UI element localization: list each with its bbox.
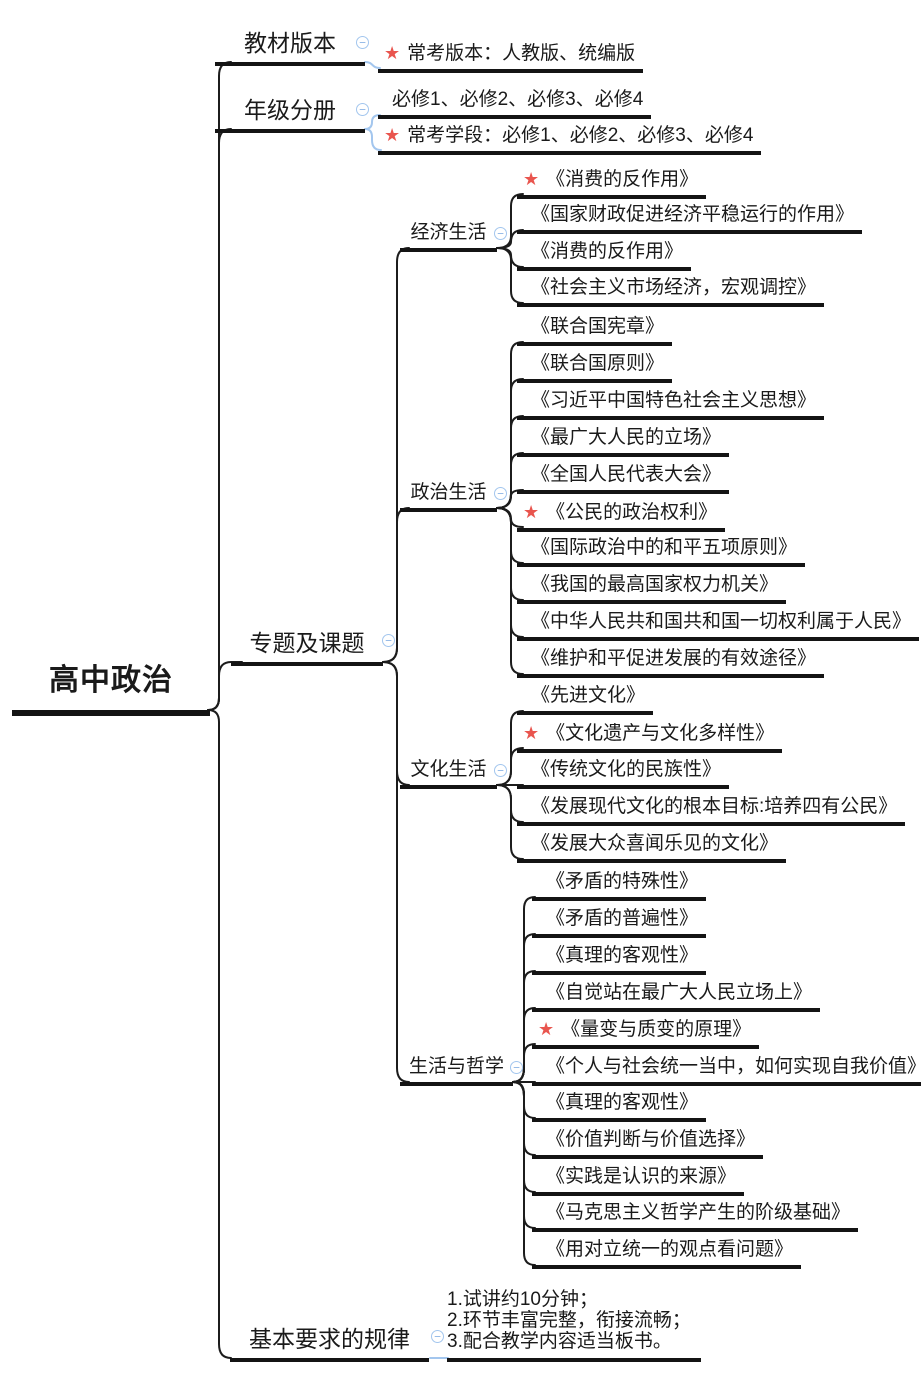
topic-label: 《马克思主义哲学产生的阶级基础》 — [546, 1202, 851, 1223]
collapse-icon[interactable]: − — [356, 103, 369, 116]
topic-node[interactable]: 《消费的反作用》 — [517, 241, 692, 271]
collapse-icon[interactable]: − — [431, 1330, 444, 1343]
topic-node[interactable]: 《真理的客观性》 — [532, 945, 707, 975]
topic-label: 《矛盾的普遍性》 — [546, 908, 699, 929]
collapse-icon[interactable]: − — [494, 487, 507, 500]
topic-node[interactable]: 《马克思主义哲学产生的阶级基础》 — [532, 1202, 859, 1232]
topic-label: 《全国人民代表大会》 — [531, 464, 722, 485]
topic-label: 必修1、必修2、必修3、必修4 — [392, 89, 644, 110]
topic-label: 《用对立统一的观点看问题》 — [546, 1239, 794, 1260]
topic-label: 《发展现代文化的根本目标:培养四有公民》 — [531, 796, 898, 817]
topic-label: 《最广大人民的立场》 — [531, 427, 722, 448]
topic-label: 《公民的政治权利》 — [546, 502, 718, 523]
topic-node[interactable]: 《个人与社会统一当中，如何实现自我价值》 — [532, 1057, 921, 1086]
topic-node[interactable]: 《维护和平促进发展的有效途径》 — [517, 648, 825, 678]
topic-node[interactable]: ★ 《量变与质变的原理》 — [532, 1019, 760, 1049]
topic-label: 《实践是认识的来源》 — [546, 1166, 737, 1187]
branch-topics[interactable]: 专题及课题 — [231, 630, 383, 666]
collapse-icon[interactable]: − — [494, 764, 507, 777]
topic-label: 《社会主义市场经济，宏观调控》 — [531, 277, 817, 298]
note-line: 3.配合教学内容适当板书。 — [447, 1331, 672, 1352]
topic-label: 《联合国宪章》 — [531, 316, 665, 337]
collapse-icon[interactable]: − — [382, 634, 395, 647]
topic-label: 《传统文化的民族性》 — [531, 759, 722, 780]
topic-label: 《量变与质变的原理》 — [561, 1019, 752, 1040]
topic-label: 《消费的反作用》 — [531, 241, 684, 262]
topic-node[interactable]: 《价值判断与价值选择》 — [532, 1129, 764, 1159]
topic-node[interactable]: ★ 常考版本：人教版、统编版 — [378, 43, 644, 73]
star-icon: ★ — [384, 125, 401, 145]
topic-node[interactable]: 《矛盾的普遍性》 — [532, 908, 707, 938]
topic-node[interactable]: ★ 《文化遗产与文化多样性》 — [517, 723, 783, 753]
topic-label: 《矛盾的特殊性》 — [546, 871, 699, 892]
topic-node[interactable]: 1.试讲约10分钟； 2.环节丰富完整，衔接流畅； 3.配合教学内容适当板书。 — [447, 1289, 701, 1362]
star-icon: ★ — [384, 43, 401, 63]
root-topic[interactable]: 高中政治 — [12, 664, 210, 716]
topic-label: 《发展大众喜闻乐见的文化》 — [531, 833, 779, 854]
topic-node[interactable]: 《自觉站在最广大人民立场上》 — [532, 982, 821, 1012]
topic-label: 《国际政治中的和平五项原则》 — [531, 537, 798, 558]
topic-label: 《真理的客观性》 — [546, 945, 699, 966]
branch-textbook-version[interactable]: 教材版本 — [215, 30, 365, 66]
topic-node[interactable]: 《国际政治中的和平五项原则》 — [517, 537, 806, 567]
topic-node[interactable]: 《矛盾的特殊性》 — [532, 871, 707, 901]
topic-node[interactable]: 《我国的最高国家权力机关》 — [517, 574, 787, 604]
topic-node[interactable]: 《全国人民代表大会》 — [517, 464, 730, 494]
topic-node[interactable]: ★ 《消费的反作用》 — [517, 169, 707, 199]
topic-label: 《联合国原则》 — [531, 353, 665, 374]
topic-node[interactable]: 《社会主义市场经济，宏观调控》 — [517, 277, 825, 307]
topic-node[interactable]: 《发展大众喜闻乐见的文化》 — [517, 833, 787, 863]
topic-label: 《维护和平促进发展的有效途径》 — [531, 648, 817, 669]
topic-label: 《价值判断与价值选择》 — [546, 1129, 756, 1150]
topic-node[interactable]: 《先进文化》 — [517, 685, 654, 715]
note-line: 2.环节丰富完整，衔接流畅； — [447, 1310, 691, 1331]
topic-label: 《中华人民共和国共和国一切权利属于人民》 — [531, 611, 912, 632]
collapse-icon[interactable]: − — [356, 36, 369, 49]
topic-label: 《国家财政促进经济平稳运行的作用》 — [531, 204, 855, 225]
topic-node[interactable]: 《联合国宪章》 — [517, 316, 673, 346]
topic-node[interactable]: 必修1、必修2、必修3、必修4 — [378, 89, 652, 119]
topic-label: 《我国的最高国家权力机关》 — [531, 574, 779, 595]
topic-node[interactable]: 《联合国原则》 — [517, 353, 673, 383]
collapse-icon[interactable]: − — [510, 1061, 523, 1074]
branch-grade-volumes[interactable]: 年级分册 — [215, 97, 365, 133]
topic-node[interactable]: 《中华人民共和国共和国一切权利属于人民》 — [517, 611, 920, 641]
topic-label: 《习近平中国特色社会主义思想》 — [531, 390, 817, 411]
topic-node[interactable]: 《真理的客观性》 — [532, 1092, 707, 1122]
subbranch-economic-life[interactable]: 经济生活 — [400, 223, 497, 252]
subbranch-cultural-life[interactable]: 文化生活 — [400, 760, 497, 789]
collapse-icon[interactable]: − — [494, 227, 507, 240]
subbranch-life-philosophy[interactable]: 生活与哲学 — [400, 1057, 513, 1086]
topic-node[interactable]: 《国家财政促进经济平稳运行的作用》 — [517, 204, 863, 234]
star-icon: ★ — [538, 1019, 555, 1039]
topic-node[interactable]: 《传统文化的民族性》 — [517, 759, 730, 789]
topic-label: 《自觉站在最广大人民立场上》 — [546, 982, 813, 1003]
topic-node[interactable]: 《实践是认识的来源》 — [532, 1166, 745, 1196]
topic-node[interactable]: ★ 《公民的政治权利》 — [517, 502, 726, 532]
topic-node[interactable]: 《用对立统一的观点看问题》 — [532, 1239, 802, 1269]
note-line: 1.试讲约10分钟； — [447, 1289, 598, 1310]
branch-basic-requirements[interactable]: 基本要求的规律 — [230, 1326, 429, 1362]
topic-label: 《真理的客观性》 — [546, 1092, 699, 1113]
topic-label: 《先进文化》 — [531, 685, 646, 706]
topic-label: 常考版本：人教版、统编版 — [407, 43, 636, 64]
topic-node[interactable]: 《最广大人民的立场》 — [517, 427, 730, 457]
star-icon: ★ — [523, 169, 540, 189]
topic-label: 《文化遗产与文化多样性》 — [546, 723, 775, 744]
topic-node[interactable]: ★ 常考学段：必修1、必修2、必修3、必修4 — [378, 125, 762, 155]
subbranch-political-life[interactable]: 政治生活 — [400, 483, 497, 512]
topic-label: 《消费的反作用》 — [546, 169, 699, 190]
topic-node[interactable]: 《习近平中国特色社会主义思想》 — [517, 390, 825, 420]
topic-label: 常考学段：必修1、必修2、必修3、必修4 — [407, 125, 754, 146]
star-icon: ★ — [523, 502, 540, 522]
star-icon: ★ — [523, 723, 540, 743]
topic-node[interactable]: 《发展现代文化的根本目标:培养四有公民》 — [517, 796, 906, 826]
topic-label: 《个人与社会统一当中，如何实现自我价值》 — [546, 1056, 921, 1077]
